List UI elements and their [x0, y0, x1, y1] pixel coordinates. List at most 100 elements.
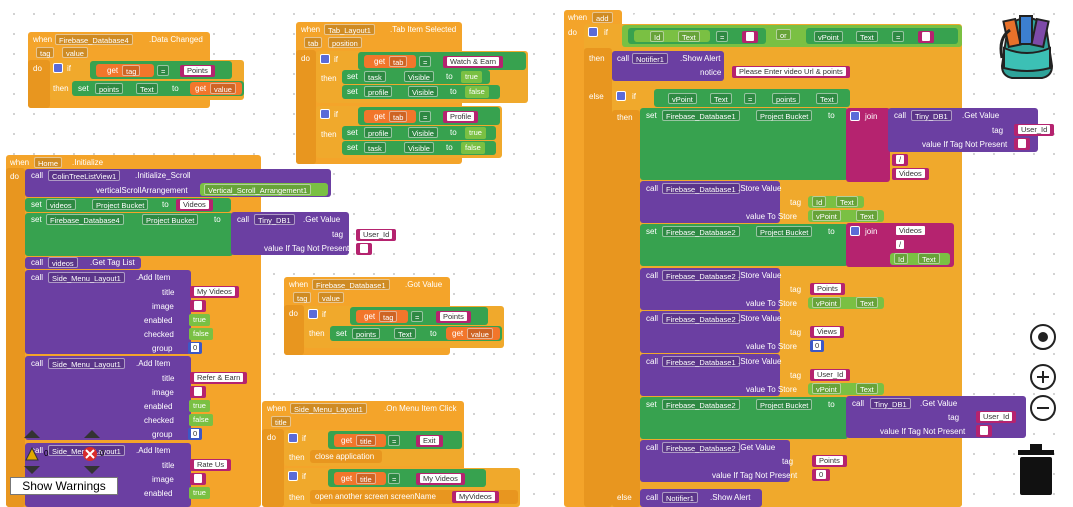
id-text-block[interactable] [890, 253, 950, 265]
property-dropdown[interactable]: Visible [404, 142, 434, 153]
get-title-block[interactable] [334, 472, 386, 485]
string-points[interactable]: Points [436, 311, 471, 323]
trash-icon[interactable] [1016, 444, 1056, 496]
param-position[interactable]: position [328, 37, 362, 48]
component-dropdown[interactable]: vPoint [812, 297, 841, 308]
call-get-tag-list[interactable] [25, 257, 141, 269]
get-title-block[interactable] [334, 434, 386, 447]
property-dropdown[interactable]: Text [678, 31, 700, 42]
component-dropdown[interactable]: Firebase_Database1 [662, 110, 740, 121]
gear-icon[interactable] [588, 27, 598, 37]
var-dropdown[interactable]: title [356, 473, 376, 484]
component-dropdown[interactable]: Home [34, 157, 63, 168]
gear-icon[interactable] [288, 433, 298, 443]
var-dropdown[interactable]: title [356, 435, 376, 446]
property-dropdown[interactable]: Text [394, 328, 416, 339]
component-dropdown[interactable]: Vertical_Scroll_Arrangement1 [204, 184, 312, 195]
component-dropdown[interactable]: profile [364, 127, 393, 138]
call-add-item-2[interactable] [25, 356, 191, 440]
var-dropdown[interactable]: tag [379, 311, 398, 322]
gear-icon[interactable] [320, 109, 330, 119]
call-store-points[interactable] [640, 268, 780, 310]
string-user-id[interactable]: User_Id [356, 229, 397, 241]
string-empty[interactable] [190, 473, 207, 485]
string-empty[interactable] [190, 300, 207, 312]
string-points[interactable]: Points [812, 455, 847, 467]
bool-false[interactable]: false [461, 142, 485, 154]
param-tag[interactable]: tag [36, 47, 55, 58]
zoom-out-icon[interactable] [1030, 395, 1056, 421]
get-tag-block[interactable] [356, 310, 408, 323]
string-empty[interactable] [976, 425, 993, 437]
gear-icon[interactable] [308, 309, 318, 319]
param-tag[interactable]: tag [293, 292, 312, 303]
vpoint-text-block[interactable] [808, 297, 884, 309]
component-dropdown[interactable]: Id [650, 31, 665, 42]
gear-icon[interactable] [288, 471, 298, 481]
call-tinydb-getvalue[interactable] [888, 108, 1038, 152]
close-application-block[interactable] [310, 450, 382, 463]
component-dropdown[interactable]: Firebase_Database2 [662, 270, 740, 281]
string-empty[interactable] [190, 386, 207, 398]
property-dropdown[interactable]: Text [856, 383, 878, 394]
string-profile[interactable]: Profile [443, 111, 479, 123]
string-points[interactable]: Points [810, 283, 845, 295]
component-dropdown[interactable]: Side_Menu_Layout1 [48, 272, 125, 283]
operator-dropdown[interactable]: = [716, 31, 729, 42]
operator-dropdown[interactable]: = [411, 311, 424, 322]
component-dropdown[interactable]: points [772, 93, 801, 104]
component-dropdown[interactable]: vPoint [812, 383, 841, 394]
component-dropdown[interactable]: vPoint [814, 31, 843, 42]
param-title[interactable]: title [271, 416, 291, 427]
gear-icon[interactable] [850, 226, 860, 236]
set-fb2-bucket[interactable] [640, 224, 848, 266]
var-dropdown[interactable]: value [467, 328, 493, 339]
string-points[interactable]: Points [180, 65, 215, 77]
bool-true[interactable]: true [189, 487, 210, 499]
get-value-block[interactable] [446, 327, 500, 340]
number-zero[interactable]: 0 [188, 428, 203, 440]
component-dropdown[interactable]: Firebase_Database1 [312, 279, 390, 290]
operator-dropdown[interactable]: = [744, 93, 757, 104]
property-dropdown[interactable]: Text [918, 253, 940, 264]
bool-true[interactable]: true [465, 127, 486, 139]
string-my-videos[interactable]: My Videos [190, 286, 239, 298]
set-task-visible[interactable] [342, 141, 496, 155]
string-videos[interactable]: Videos [176, 199, 213, 211]
param-tab[interactable]: tab [304, 37, 323, 48]
string-user-id[interactable]: User_Id [976, 411, 1017, 423]
call-store-views[interactable] [640, 311, 780, 353]
call-fb2-getvalue[interactable] [640, 440, 790, 482]
string-user-id[interactable]: User_Id [1014, 124, 1055, 136]
component-dropdown[interactable]: task [364, 142, 386, 153]
string-views[interactable]: Views [810, 326, 844, 338]
string-user-id[interactable]: User_Id [810, 369, 851, 381]
property-dropdown[interactable]: Project Bucket [756, 110, 813, 121]
component-dropdown[interactable]: Firebase_Database2 [662, 399, 740, 410]
or-dropdown[interactable]: or [776, 29, 791, 40]
bool-true[interactable]: true [461, 71, 482, 83]
component-dropdown[interactable]: Id [812, 196, 827, 207]
property-dropdown[interactable]: Text [856, 210, 878, 221]
string-rate-us[interactable]: Rate Us [190, 459, 232, 471]
call-add-item-1[interactable] [25, 270, 191, 354]
show-warnings-button[interactable]: Show Warnings [10, 477, 118, 495]
gear-icon[interactable] [850, 111, 860, 121]
string-slash[interactable]: / [892, 154, 909, 166]
string-empty[interactable] [356, 243, 373, 255]
string-refer-earn[interactable]: Refer & Earn [190, 372, 248, 384]
property-dropdown[interactable]: Text [816, 93, 838, 104]
property-dropdown[interactable]: Text [710, 93, 732, 104]
gear-icon[interactable] [616, 91, 626, 101]
component-block[interactable] [200, 183, 328, 196]
component-dropdown[interactable]: Id [894, 253, 909, 264]
set-profile-visible[interactable] [342, 85, 500, 99]
component-dropdown[interactable]: videos [48, 257, 78, 268]
string-myvideos[interactable]: MyVideos [452, 491, 499, 503]
component-dropdown[interactable]: Firebase_Database1 [662, 183, 740, 194]
property-dropdown[interactable]: Text [856, 31, 878, 42]
component-dropdown[interactable]: points [95, 83, 124, 94]
var-dropdown[interactable]: tag [122, 65, 141, 76]
component-dropdown[interactable]: vPoint [668, 93, 697, 104]
id-text-block[interactable] [634, 30, 710, 42]
